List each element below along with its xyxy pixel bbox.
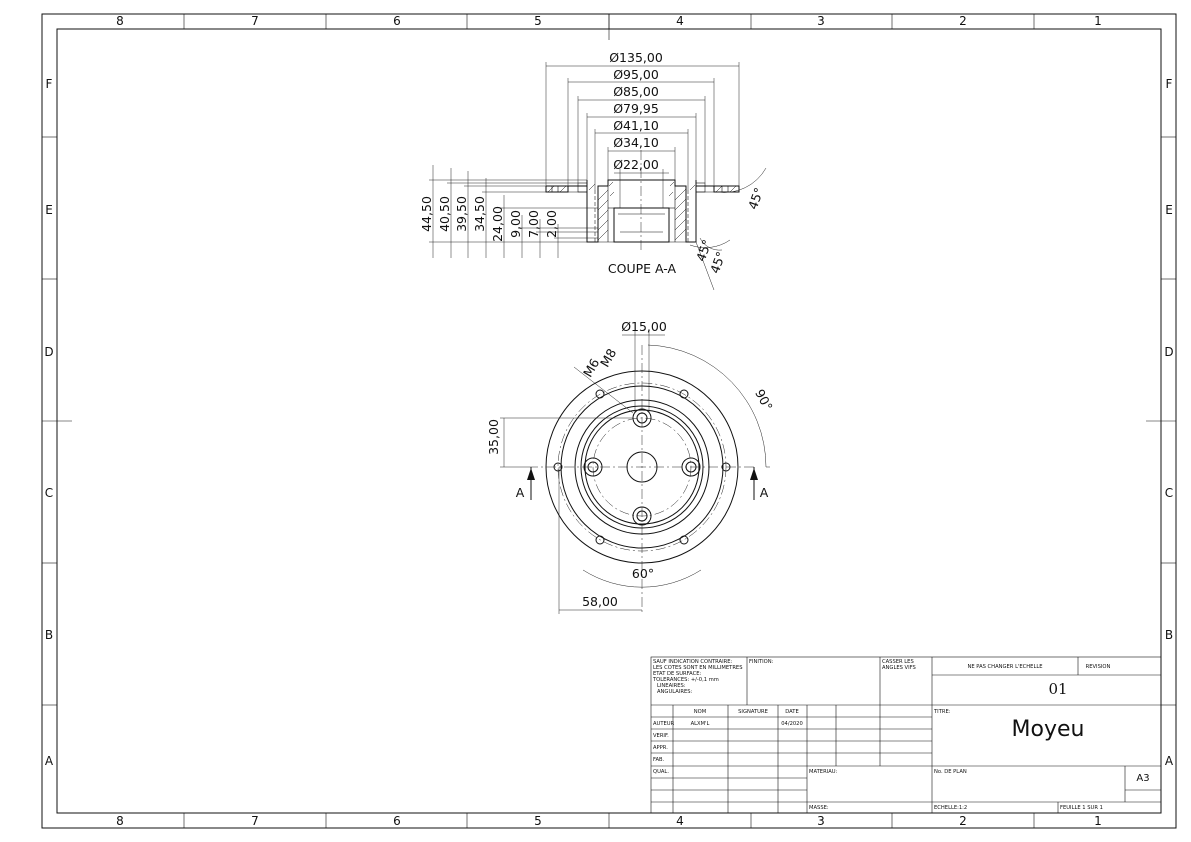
tb-sheet: FEUILLE 1 SUR 1 bbox=[1060, 805, 1103, 811]
col-label-bottom-7: 7 bbox=[251, 814, 259, 828]
col-label-top-5: 5 bbox=[534, 14, 542, 28]
chamfer-callout-lines bbox=[689, 167, 767, 291]
tb-row-appr: APPR. bbox=[653, 745, 668, 751]
col-label-top-7: 7 bbox=[251, 14, 259, 28]
col-label-top-3: 3 bbox=[817, 14, 825, 28]
col-label-bottom-1: 1 bbox=[1094, 814, 1102, 828]
col-label-top-6: 6 bbox=[393, 14, 401, 28]
row-label-left-a: A bbox=[45, 754, 54, 768]
section-arrows bbox=[527, 467, 758, 500]
dim-h-40-50: 40,50 bbox=[437, 196, 452, 232]
section-mark-right: A bbox=[760, 485, 769, 500]
dim-angle-60: 60° bbox=[632, 566, 654, 581]
tb-row-auteur: AUTEUR bbox=[653, 721, 675, 727]
col-label-top-1: 1 bbox=[1094, 14, 1102, 28]
tb-col-nom: NOM bbox=[694, 709, 706, 715]
section-mark-left: A bbox=[516, 485, 525, 500]
section-outline bbox=[545, 179, 740, 243]
row-label-right-e: E bbox=[1165, 203, 1173, 217]
dim-hole-dia-15: Ø15,00 bbox=[621, 319, 667, 334]
dim-58: 58,00 bbox=[582, 594, 618, 609]
col-label-top-4: 4 bbox=[676, 14, 684, 28]
row-label-left-b: B bbox=[45, 628, 53, 642]
row-label-right-f: F bbox=[1166, 77, 1173, 91]
tb-revision: 01 bbox=[1048, 680, 1067, 698]
col-label-bottom-6: 6 bbox=[393, 814, 401, 828]
dim-35: 35,00 bbox=[486, 419, 501, 455]
col-label-bottom-8: 8 bbox=[116, 814, 124, 828]
tb-col-date: DATE bbox=[785, 709, 799, 715]
tb-format: A3 bbox=[1136, 773, 1149, 784]
tb-note-line-2: LES COTES SONT EN MILLIMETRES bbox=[653, 665, 743, 671]
row-label-left-d: D bbox=[44, 345, 53, 359]
dim-h-2: 2,00 bbox=[544, 210, 559, 238]
col-label-bottom-2: 2 bbox=[959, 814, 967, 828]
front-dimension-lines bbox=[500, 331, 770, 614]
dim-angle-90: 90° bbox=[752, 387, 776, 414]
dim-h-44-50: 44,50 bbox=[419, 196, 434, 232]
tb-material-label: MATERIAU: bbox=[809, 769, 838, 775]
tb-note-line-6: ANGULAIRES: bbox=[657, 689, 693, 695]
tb-mass-label: MASSE: bbox=[809, 805, 829, 811]
dim-chamfer-45-b: 45° bbox=[693, 237, 715, 263]
section-label: COUPE A-A bbox=[608, 261, 677, 276]
col-label-top-2: 2 bbox=[959, 14, 967, 28]
dim-h-24: 24,00 bbox=[490, 206, 505, 242]
tb-author: ALXM'L bbox=[691, 721, 710, 727]
dim-h-34-50: 34,50 bbox=[472, 196, 487, 232]
row-label-left-f: F bbox=[46, 77, 53, 91]
tb-title: Moyeu bbox=[1012, 717, 1085, 742]
dim-h-39-50: 39,50 bbox=[454, 196, 469, 232]
tb-scale-note: NE PAS CHANGER L'ECHELLE bbox=[967, 664, 1042, 670]
row-label-right-a: A bbox=[1165, 754, 1174, 768]
tb-row-verif: VERIF. bbox=[653, 733, 669, 739]
section-hatching bbox=[547, 181, 737, 241]
title-block: SAUF INDICATION CONTRAIRE: LES COTES SON… bbox=[650, 656, 1162, 814]
row-label-left-c: C bbox=[45, 486, 53, 500]
tb-revision-label: REVISION bbox=[1086, 664, 1111, 670]
section-view-a-a: Ø135,00 Ø95,00 Ø85,00 Ø79,95 Ø41,10 Ø34,… bbox=[419, 50, 767, 291]
dim-dia-22: Ø22,00 bbox=[613, 157, 659, 172]
dim-dia-41-10: Ø41,10 bbox=[613, 118, 659, 133]
dim-dia-34-10: Ø34,10 bbox=[613, 135, 659, 150]
col-label-top-8: 8 bbox=[116, 14, 124, 28]
tb-note-line-5: LINEAIRES: bbox=[657, 683, 686, 689]
tb-note-line-3: ETAT DE SURFACE: bbox=[653, 671, 701, 677]
dim-chamfer-45-a: 45° bbox=[745, 185, 767, 211]
tb-finition: FINITION: bbox=[749, 659, 774, 665]
tb-row-qual: QUAL. bbox=[653, 769, 669, 775]
dim-chamfer-45-c: 45° bbox=[707, 249, 729, 275]
dim-h-9: 9,00 bbox=[508, 210, 523, 238]
tb-note-line-1: SAUF INDICATION CONTRAIRE: bbox=[653, 659, 732, 665]
dim-dia-135: Ø135,00 bbox=[609, 50, 663, 65]
diameter-dimension-lines bbox=[545, 62, 740, 208]
dim-dia-85: Ø85,00 bbox=[613, 84, 659, 99]
row-label-right-b: B bbox=[1165, 628, 1173, 642]
tb-row-fab: FAB. bbox=[653, 757, 665, 763]
dim-h-7: 7,00 bbox=[526, 210, 541, 238]
tb-title-label: TITRE: bbox=[933, 709, 951, 715]
col-label-bottom-3: 3 bbox=[817, 814, 825, 828]
tb-date: 04/2020 bbox=[781, 721, 803, 727]
row-label-left-e: E bbox=[45, 203, 53, 217]
front-view: Ø15,00 M8 M6 90° 60° 35,00 58,00 A A bbox=[486, 319, 776, 614]
col-label-bottom-4: 4 bbox=[676, 814, 684, 828]
col-label-bottom-5: 5 bbox=[534, 814, 542, 828]
tb-note-line-4: TOLERANCES: +/-0,1 mm bbox=[652, 677, 719, 683]
front-centerlines bbox=[528, 345, 756, 614]
height-dimension-lines bbox=[429, 165, 598, 258]
dim-dia-79-95: Ø79,95 bbox=[613, 101, 659, 116]
drawing-frame: 8 7 6 5 4 3 2 1 8 7 6 5 4 3 2 1 F E D C … bbox=[41, 13, 1177, 829]
dim-dia-95: Ø95,00 bbox=[613, 67, 659, 82]
tb-col-signature: SIGNATURE bbox=[738, 709, 768, 715]
tb-plan-label: No. DE PLAN bbox=[934, 769, 967, 775]
row-label-right-c: C bbox=[1165, 486, 1173, 500]
tb-casser-2: ANGLES VIFS bbox=[882, 665, 916, 671]
row-label-right-d: D bbox=[1164, 345, 1173, 359]
tb-casser-1: CASSER LES bbox=[882, 659, 914, 665]
tb-scale: ECHELLE:1:2 bbox=[934, 805, 967, 811]
